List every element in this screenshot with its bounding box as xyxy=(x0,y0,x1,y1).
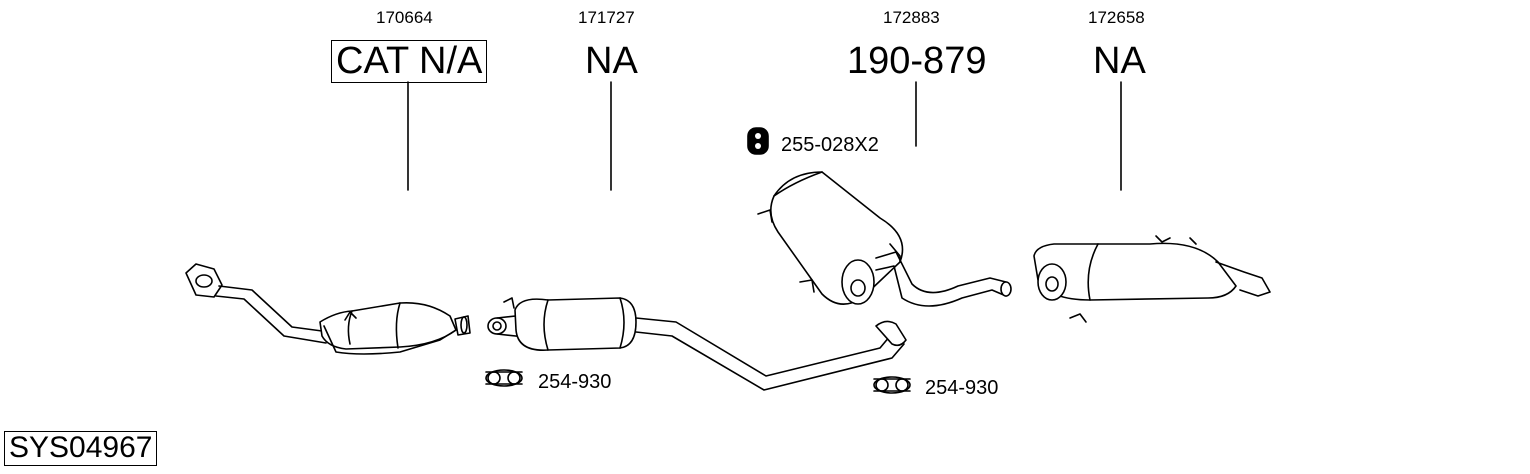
part-label-rear-silencer: NA xyxy=(1093,40,1146,82)
part-number-170664: 170664 xyxy=(376,8,433,27)
mount-part-number: 255-028X2 xyxy=(781,134,879,156)
rear-silencer-icon xyxy=(1033,235,1271,323)
front-pipe-icon xyxy=(487,297,907,391)
part-label-front-pipe: NA xyxy=(585,40,638,82)
clamp-left-icon xyxy=(485,369,523,387)
part-number-172658: 172658 xyxy=(1088,8,1145,27)
clamp-right-part-number: 254-930 xyxy=(925,377,999,399)
part-number-172883: 172883 xyxy=(883,8,940,27)
clamp-right-icon xyxy=(873,376,911,394)
middle-silencer-icon xyxy=(757,171,1012,307)
part-number-171727: 171727 xyxy=(578,8,635,27)
part-label-middle-silencer: 190-879 xyxy=(847,40,987,82)
clamp-left-part-number: 254-930 xyxy=(538,371,612,393)
rubber-mount-icon xyxy=(747,127,769,155)
system-code: SYS04967 xyxy=(4,431,158,466)
catalytic-converter-icon xyxy=(185,263,471,355)
part-label-catalytic: CAT N/A xyxy=(331,40,488,83)
